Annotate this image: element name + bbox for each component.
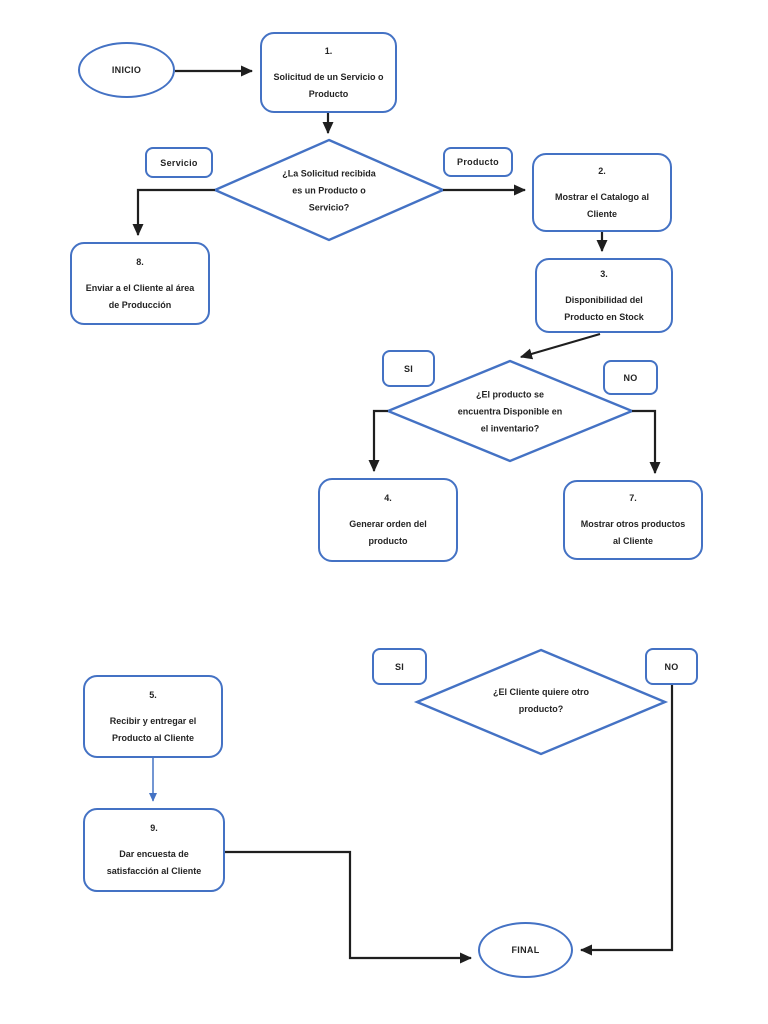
step-number: 4.	[384, 493, 392, 503]
branch-label-no-2: NO	[645, 648, 698, 685]
decision-product-or-service-label: ¿La Solicitud recibida es un Producto o …	[244, 166, 414, 217]
step-label: Generar orden del producto	[349, 516, 427, 550]
branch-label-text: NO	[664, 661, 679, 672]
step-label-line: de Producción	[108, 299, 172, 310]
step-label-line: satisfacción al Cliente	[106, 866, 202, 876]
branch-label-text: SI	[403, 363, 414, 374]
process-5-recibir-entregar: 5. Recibir y entregar el Producto al Cli…	[83, 675, 223, 758]
step-label-line: Recibir y entregar el	[109, 715, 197, 726]
decision-in-stock-diamond	[384, 359, 636, 463]
decision-label-line: es un Producto o	[292, 185, 366, 196]
step-label: Mostrar otros productos al Cliente	[581, 516, 686, 550]
branch-label-si-2: SI	[372, 648, 427, 685]
step-number: 2.	[598, 165, 606, 176]
start-label: INICIO	[111, 65, 142, 75]
decision-label-line: encuentra Disponible en	[457, 406, 563, 417]
step-label-line: Enviar a el Cliente al área	[85, 282, 195, 293]
step-label-line: Producto	[308, 88, 349, 99]
decision-label-line: ¿El producto se	[475, 389, 544, 400]
branch-label-si-1: SI	[382, 350, 435, 387]
decision-label-line: ¿La Solicitud recibida	[282, 168, 376, 179]
end-terminator: FINAL	[478, 922, 573, 978]
branch-label-servicio: Servicio	[145, 147, 213, 178]
decision-another-product-label: ¿El Cliente quiere otro producto?	[456, 684, 626, 718]
step-number: 5.	[149, 689, 157, 700]
branch-label-producto: Producto	[443, 147, 513, 177]
connector-decision1-servicio-to-step8	[132, 188, 215, 237]
decision-another-product-diamond	[413, 648, 669, 756]
step-label-line: Cliente	[586, 208, 617, 219]
step-number: 1.	[324, 45, 333, 56]
end-label: FINAL	[511, 945, 540, 955]
step-label-line: Disponibilidad del	[565, 294, 643, 305]
branch-label-text: Producto	[457, 157, 499, 167]
process-2-mostrar-catalogo: 2. Mostrar el Catalogo al Cliente	[532, 153, 672, 232]
step-label: Enviar a el Cliente al área de Producció…	[86, 280, 195, 314]
step-label: Disponibilidad del Producto en Stock	[564, 292, 644, 326]
start-terminator: INICIO	[78, 42, 175, 98]
step-number: 8.	[136, 256, 144, 267]
step-label: Recibir y entregar el Producto al Client…	[110, 713, 197, 747]
decision-label-line: producto?	[518, 704, 564, 714]
process-8-enviar-cliente-produccion: 8. Enviar a el Cliente al área de Produc…	[70, 242, 210, 325]
connector-no2-to-final	[579, 685, 674, 956]
process-7-mostrar-otros-productos: 7. Mostrar otros productos al Cliente	[563, 480, 703, 560]
connector-decision2-si-to-step4	[368, 409, 388, 473]
decision-label-line: Servicio?	[308, 202, 350, 213]
step-label-line: Producto en Stock	[564, 311, 644, 322]
step-label-line: al Cliente	[612, 536, 653, 546]
process-3-disponibilidad-stock: 3. Disponibilidad del Producto en Stock	[535, 258, 673, 333]
step-number: 9.	[150, 823, 158, 833]
branch-label-no-1: NO	[603, 360, 658, 395]
connector-decision2-no-to-step7	[632, 409, 661, 475]
step-number: 3.	[600, 268, 608, 279]
step-label-line: Producto al Cliente	[111, 732, 194, 743]
decision-label-line: el inventario?	[480, 423, 540, 434]
decision-in-stock-label: ¿El producto se encuentra Disponible en …	[425, 387, 595, 438]
step-label: Mostrar el Catalogo al Cliente	[555, 189, 649, 223]
connector-step3-to-decision2	[519, 332, 601, 360]
step-label: Dar encuesta de satisfacción al Cliente	[107, 846, 202, 880]
decision-label-line: ¿El Cliente quiere otro	[492, 687, 589, 697]
step-label-line: Generar orden del	[349, 519, 427, 529]
step-label-line: Mostrar otros productos	[580, 519, 686, 529]
step-label-line: Dar encuesta de	[119, 849, 189, 859]
step-label-line: producto	[368, 536, 408, 546]
decision-product-or-service-diamond	[212, 138, 446, 242]
process-1-solicitud: 1. Solicitud de un Servicio o Producto	[260, 32, 397, 113]
process-9-encuesta-satisfaccion: 9. Dar encuesta de satisfacción al Clien…	[83, 808, 225, 892]
step-label: Solicitud de un Servicio o Producto	[273, 69, 383, 103]
connector-step9-to-final	[225, 850, 473, 964]
process-4-generar-orden: 4. Generar orden del producto	[318, 478, 458, 562]
branch-label-text: NO	[623, 372, 638, 383]
branch-label-text: Servicio	[160, 157, 198, 168]
step-label-line: Mostrar el Catalogo al	[554, 191, 650, 202]
branch-label-text: SI	[394, 661, 405, 672]
step-label-line: Solicitud de un Servicio o	[273, 71, 384, 82]
step-number: 7.	[629, 493, 637, 503]
